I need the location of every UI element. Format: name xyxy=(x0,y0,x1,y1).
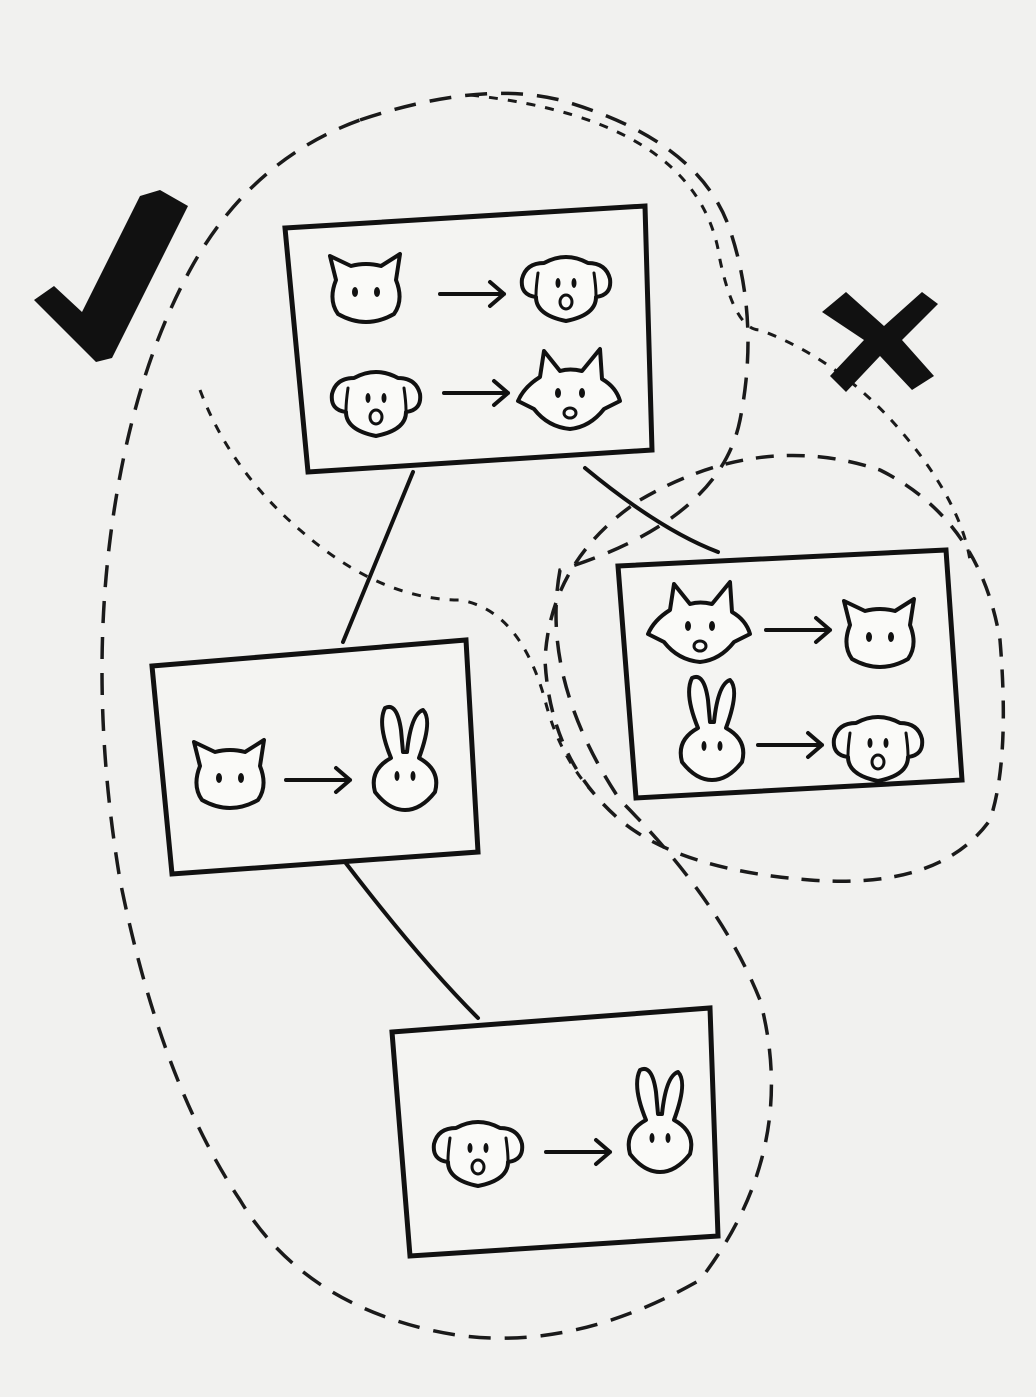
accepted-group-outline xyxy=(100,91,774,1340)
node-right xyxy=(615,547,965,801)
edge-top-to-right xyxy=(583,466,720,554)
rejected-group-outline xyxy=(543,453,1006,883)
cat-icon xyxy=(328,252,402,324)
group-separator-line xyxy=(198,93,972,802)
check-icon xyxy=(34,190,188,362)
cross-icon xyxy=(822,292,938,392)
edge-top-to-middle xyxy=(341,470,415,644)
cat-icon xyxy=(842,597,916,669)
node-bottom xyxy=(389,1005,721,1259)
node-middle xyxy=(149,637,481,877)
edge-middle-to-bottom xyxy=(343,860,480,1020)
cat-icon xyxy=(192,738,266,810)
node-top xyxy=(282,203,655,475)
